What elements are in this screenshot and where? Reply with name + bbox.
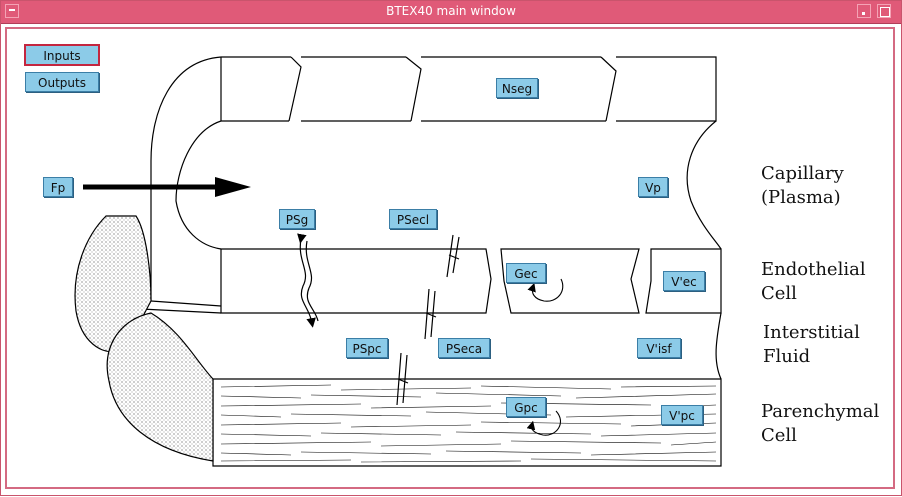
vec-node[interactable]: V'ec — [663, 271, 705, 291]
flow-arrowhead — [215, 177, 251, 197]
fp-node[interactable]: Fp — [43, 177, 73, 197]
outputs-button[interactable]: Outputs — [25, 72, 99, 92]
interstitial-label-line2: Fluid — [763, 346, 810, 368]
psecl-node[interactable]: PSecl — [389, 209, 437, 229]
parenchymal-label-line2: Cell — [761, 425, 797, 447]
gpc-node[interactable]: Gpc — [506, 397, 546, 417]
psg-node[interactable]: PSg — [279, 209, 315, 229]
endothelial-label-line1: Endothelial — [761, 259, 866, 281]
vpc-node[interactable]: V'pc — [661, 405, 703, 425]
pseca-junction-mark — [425, 289, 436, 339]
pseca-node[interactable]: PSeca — [438, 338, 490, 358]
pspc-node[interactable]: PSpc — [346, 338, 388, 358]
visf-node[interactable]: V'isf — [637, 338, 681, 358]
parenchymal-label-line1: Parenchymal — [761, 401, 879, 423]
psecl-junction-mark — [447, 235, 459, 277]
capillary-top-wall — [221, 57, 716, 121]
inputs-button[interactable]: Inputs — [25, 45, 99, 65]
nseg-node[interactable]: Nseg — [496, 78, 538, 98]
parenchymal-band — [213, 379, 721, 466]
capillary-label-line2: (Plasma) — [761, 187, 841, 209]
gec-node[interactable]: Gec — [506, 263, 546, 283]
capillary-outer-curve — [151, 57, 221, 301]
capillary-label-line1: Capillary — [761, 163, 844, 185]
vp-node[interactable]: Vp — [638, 177, 668, 197]
interstitial-label-line1: Interstitial — [763, 322, 860, 344]
endothelial-label-line2: Cell — [761, 283, 797, 305]
endothelial-band — [221, 249, 491, 313]
lower-stippled-cell — [107, 313, 213, 461]
